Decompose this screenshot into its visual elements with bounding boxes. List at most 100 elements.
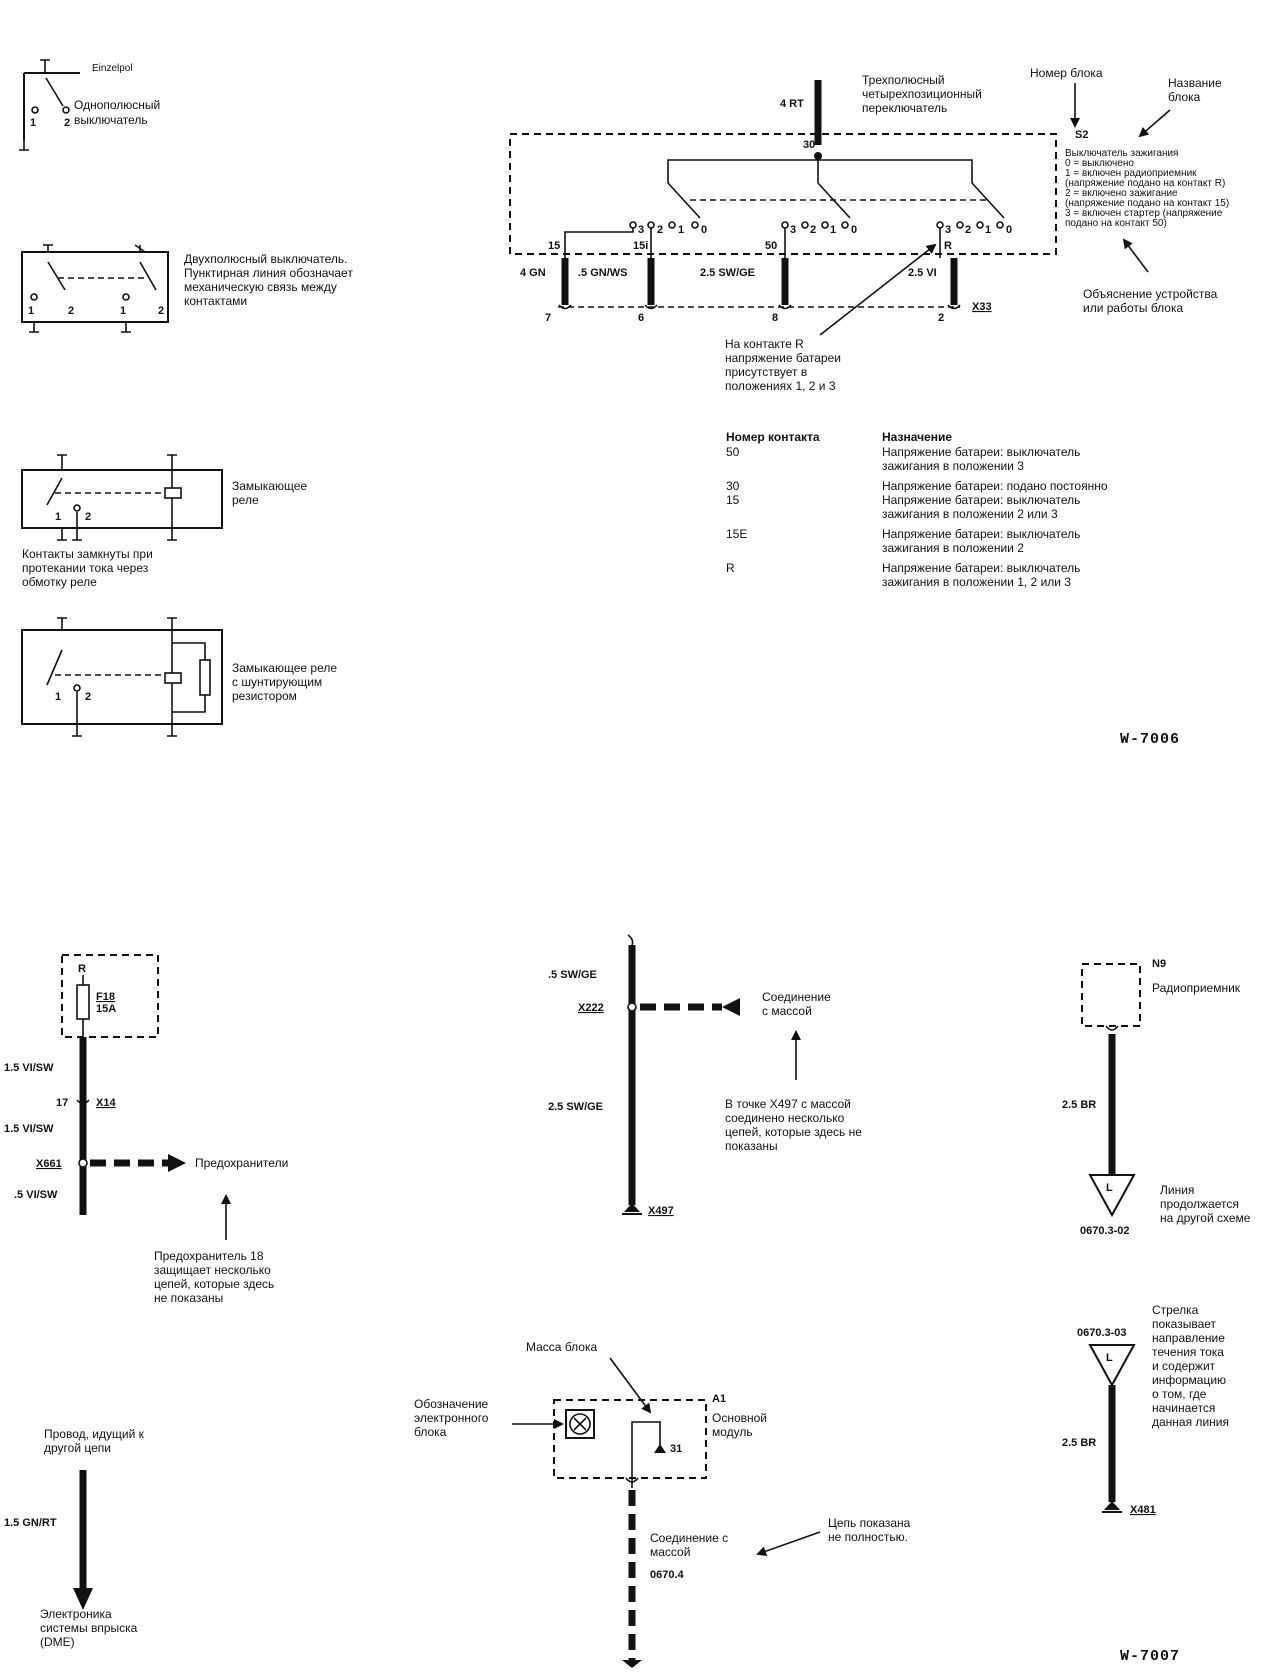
- module-ground-label-1: Соединение с: [650, 1531, 728, 1545]
- fuse-wire-3: .5 VI/SW: [14, 1189, 58, 1201]
- fuse-rating: 15A: [96, 1003, 116, 1015]
- double-pole-switch: 1 2 1 2 Двухполюсный выключатель. Пункти…: [21, 244, 353, 333]
- pin-table-row4-pin: R: [726, 561, 735, 575]
- ground-label-2: с массой: [762, 1004, 812, 1018]
- module-name-2: модуль: [712, 1425, 753, 1439]
- relay-pin2: 2: [85, 511, 91, 523]
- fuse-wire-2: 1.5 VI/SW: [4, 1123, 54, 1135]
- flow-wire: 2.5 BR: [1062, 1437, 1096, 1449]
- relay-caption-3: обмотку реле: [22, 575, 97, 589]
- flow-note-6: информацию: [1152, 1373, 1226, 1387]
- ground-note-2: соединено несколько: [725, 1111, 845, 1125]
- ground-note-3: цепей, которые здесь не: [725, 1125, 862, 1139]
- flow-note-2: показывает: [1152, 1317, 1217, 1331]
- relay-with-shunt: 1 2 Замыкающее реле с шунтирующим резист…: [21, 617, 337, 737]
- radio-note-1: Линия: [1160, 1183, 1194, 1197]
- radio-ref: 0670.3-02: [1080, 1225, 1130, 1237]
- double-switch-text-1: Двухполюсный выключатель.: [184, 252, 347, 266]
- fuse-note-4: не показаны: [154, 1291, 223, 1305]
- fuse-arrow-label: Предохранители: [195, 1156, 288, 1170]
- fuse-note-1: Предохранитель 18: [154, 1249, 264, 1263]
- flow-point-x481: X481: [1130, 1504, 1156, 1516]
- ign-pos-2c: 2: [965, 224, 971, 236]
- flow-note-5: и содержит: [1152, 1359, 1216, 1373]
- pin-table-col2: Назначение: [882, 430, 952, 444]
- ign-block-name-label-2: блока: [1168, 90, 1201, 104]
- double-switch-text-4: контактами: [184, 294, 247, 308]
- ign-desc-8: подано на контакт 50): [1065, 218, 1167, 229]
- ign-pos-0b: 0: [851, 224, 857, 236]
- radio-id: N9: [1152, 958, 1166, 970]
- module-id: A1: [712, 1393, 726, 1405]
- double-switch-text-2: Пунктирная линия обозначает: [184, 266, 353, 280]
- relay-caption-1: Контакты замкнуты при: [22, 547, 153, 561]
- ign-block-id: S2: [1075, 129, 1088, 141]
- ign-block-name-label-1: Название: [1168, 76, 1222, 90]
- shunt-relay-text-3: резистором: [232, 689, 297, 703]
- pin-table-row3-pin: 15E: [726, 527, 747, 541]
- module-ground-label-2: массой: [650, 1545, 690, 1559]
- shunt-relay-pin2: 2: [85, 691, 91, 703]
- ground-splice-x222: X222: [578, 1002, 604, 1014]
- ign-desc-2: 0 = выключено: [1065, 158, 1134, 169]
- make-relay: 1 2 Замыкающее реле Контакты замкнуты пр…: [21, 454, 307, 589]
- relay-caption-2: протекании тока через: [22, 561, 149, 575]
- ign-pin-15: 15: [548, 240, 560, 252]
- ign-wire-vi: 2.5 VI: [908, 267, 937, 279]
- fuse-splice-x661: X661: [36, 1158, 62, 1170]
- pin-table-row2-desc2: зажигания в положении 2 или 3: [882, 507, 1058, 521]
- pin-table-row4-desc2: зажигания в положении 1, 2 или 3: [882, 575, 1071, 589]
- wire-other-target-3: (DME): [40, 1635, 75, 1649]
- ign-title-2: четырехпозиционный: [862, 87, 982, 101]
- ign-pos-0c: 0: [1006, 224, 1012, 236]
- relay-pin1: 1: [55, 511, 61, 523]
- pin-table-row3-desc1: Напряжение батареи: выключатель: [882, 527, 1080, 541]
- wire-other-label-1: Провод, идущий к: [44, 1427, 145, 1441]
- module-pin-31: 31: [670, 1443, 682, 1455]
- module-partial-2: не полностью.: [828, 1530, 908, 1544]
- fuse-connector-x14: X14: [96, 1097, 116, 1109]
- ign-desc-7: 3 = включен стартер (напряжение: [1065, 208, 1223, 219]
- pin-table-row2-pin: 15: [726, 493, 740, 507]
- shunt-relay-pin1: 1: [55, 691, 61, 703]
- double-switch-pin-b2: 2: [158, 305, 164, 317]
- ign-conn-pin-8: 8: [772, 312, 778, 324]
- module-ground-ref: 0670.4: [650, 1569, 685, 1581]
- radio-block: N9 Радиоприемник 2.5 BR L 0670.3-02 Лини…: [1062, 958, 1251, 1237]
- flow-note-1: Стрелка: [1152, 1303, 1199, 1317]
- flow-letter: L: [1106, 1352, 1113, 1364]
- ign-r-note-4: положениях 1, 2 и 3: [725, 379, 836, 393]
- ign-conn-pin-7: 7: [545, 312, 551, 324]
- ign-desc-6: (напряжение подано на контакт 15): [1065, 198, 1229, 209]
- relay-label-1: Замыкающее: [232, 479, 307, 493]
- wire-other-wire: 1.5 GN/RT: [4, 1517, 57, 1529]
- ign-connector-x33: X33: [972, 301, 992, 313]
- ground-note-1: В точке X497 с массой: [725, 1097, 851, 1111]
- ign-pos-3a: 3: [638, 224, 644, 236]
- ground-point-x497: X497: [648, 1205, 674, 1217]
- flow-note-9: данная линия: [1152, 1415, 1229, 1429]
- module-symbol-label-3: блока: [414, 1425, 447, 1439]
- pin-table-row1-pin: 30: [726, 479, 740, 493]
- pin-table: Номер контакта Назначение 50 Напряжение …: [726, 430, 1108, 589]
- pin-table-row0-desc1: Напряжение батареи: выключатель: [882, 445, 1080, 459]
- pin-table-row0-pin: 50: [726, 445, 740, 459]
- fuse-wire-1: 1.5 VI/SW: [4, 1062, 54, 1074]
- ign-pin-50: 50: [765, 240, 777, 252]
- ign-top-wire: 4 RT: [780, 98, 804, 110]
- ign-wire-gn: 4 GN: [520, 267, 546, 279]
- single-switch-pin2: 2: [64, 117, 70, 129]
- pin-table-row2-desc1: Напряжение батареи: выключатель: [882, 493, 1080, 507]
- wire-to-other-circuit: Провод, идущий к другой цепи 1.5 GN/RT Э…: [4, 1427, 145, 1649]
- ign-desc-4: (напряжение подано на контакт R): [1065, 178, 1225, 189]
- pin-table-row1-desc1: Напряжение батареи: подано постоянно: [882, 479, 1108, 493]
- module-symbol-label-1: Обозначение: [414, 1397, 489, 1411]
- ign-pos-1b: 1: [830, 224, 836, 236]
- ign-pos-1c: 1: [985, 224, 991, 236]
- ign-pos-2b: 2: [810, 224, 816, 236]
- wire-other-target-2: системы впрыска: [40, 1621, 138, 1635]
- fuse-name: F18: [96, 991, 115, 1003]
- double-switch-pin-a2: 2: [68, 305, 74, 317]
- ground-splice: .5 SW/GE X222 Соединение с массой 2.5 SW…: [548, 934, 862, 1217]
